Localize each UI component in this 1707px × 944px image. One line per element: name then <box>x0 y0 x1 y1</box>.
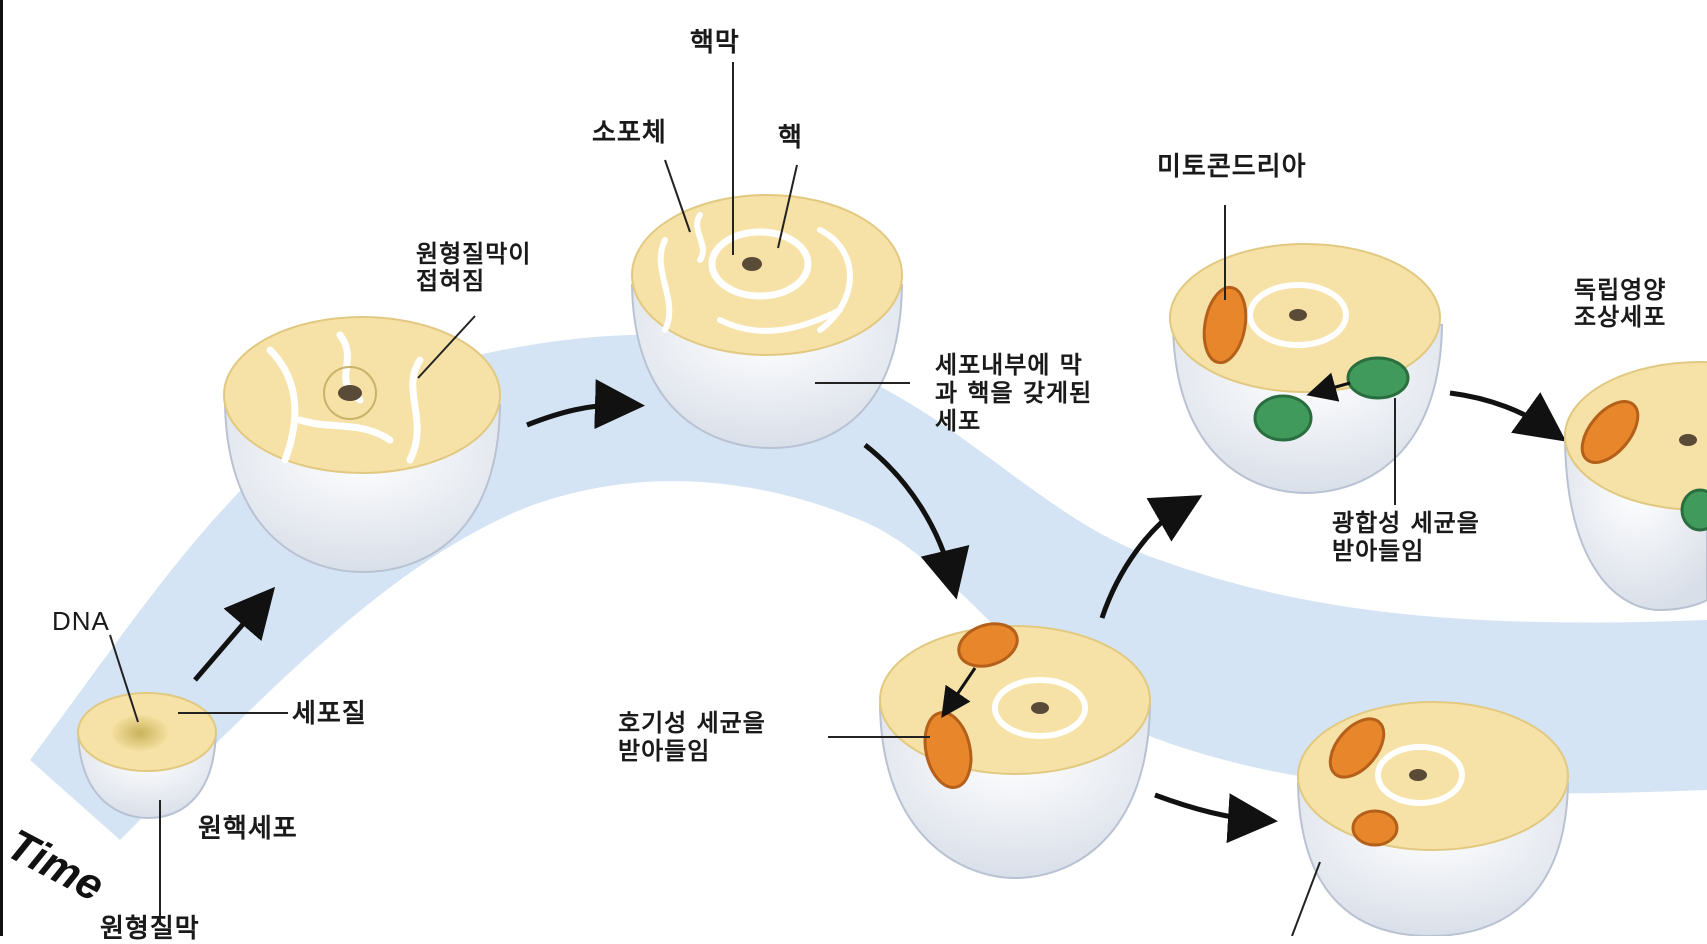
prokaryote-label: 원핵세포 <box>198 814 298 844</box>
mitochondrion <box>1328 717 1386 779</box>
arrow-icon <box>526 379 645 430</box>
arrow-icon <box>1449 390 1567 442</box>
arrow-icon <box>863 443 970 600</box>
mitochondrion <box>1351 809 1399 847</box>
leader-lines <box>109 62 1396 937</box>
arrow-icon <box>1099 495 1203 619</box>
lysosome-label: 소포체 <box>592 118 667 148</box>
dna-label: DNA <box>52 606 110 636</box>
photosynthetic-label-line1: 광합성 세균을 <box>1332 509 1480 537</box>
plasma-membrane-label: 원형질막 <box>100 914 200 944</box>
membrane-nucleus-label-line3: 세포 <box>935 407 982 435</box>
plant-ancestor-cell <box>1563 361 1707 612</box>
chloroplast <box>1253 394 1313 442</box>
mitochondrion <box>923 711 973 789</box>
aerobic-bacterium <box>957 622 1019 668</box>
arrow-icon <box>193 586 276 682</box>
cytoplasm-label: 세포질 <box>292 699 367 729</box>
nucleus-label: 핵 <box>778 123 803 153</box>
plant-ancestor-label-line2: 조상세포 <box>1574 303 1667 331</box>
photosynthetic-bacterium <box>1346 356 1410 400</box>
infolding-label-line1: 원형질막이 <box>416 240 532 268</box>
membrane-nucleus-label-line2: 과 핵을 갖게된 <box>935 379 1093 407</box>
aerobic-label-line2: 받아들임 <box>618 737 711 765</box>
infolding-label-line2: 접혀짐 <box>416 267 486 295</box>
nucleated-cell <box>630 194 904 450</box>
arrow-icon <box>1154 792 1278 844</box>
membrane-nucleus-label-line1: 세포내부에 막 <box>935 351 1083 379</box>
plant-ancestor-label-line1: 독립영양 <box>1574 276 1667 304</box>
left-frame-border <box>0 0 3 936</box>
mitochondria-label: 미토콘드리아 <box>1157 152 1307 182</box>
infolding-cell <box>223 316 502 574</box>
mitochondria-cell <box>1169 243 1444 495</box>
aerobic-engulf-cell <box>878 622 1152 880</box>
heterotroph-cell <box>1296 701 1570 938</box>
mitochondrion <box>1580 400 1640 464</box>
prokaryote-cell <box>76 692 218 820</box>
mitochondrion <box>1202 285 1248 365</box>
aerobic-label-line1: 호기성 세균을 <box>618 709 766 737</box>
chloroplast <box>1680 488 1707 532</box>
nuclear-envelope-label: 핵막 <box>690 28 740 58</box>
photosynthetic-label-line2: 받아들임 <box>1332 537 1425 565</box>
